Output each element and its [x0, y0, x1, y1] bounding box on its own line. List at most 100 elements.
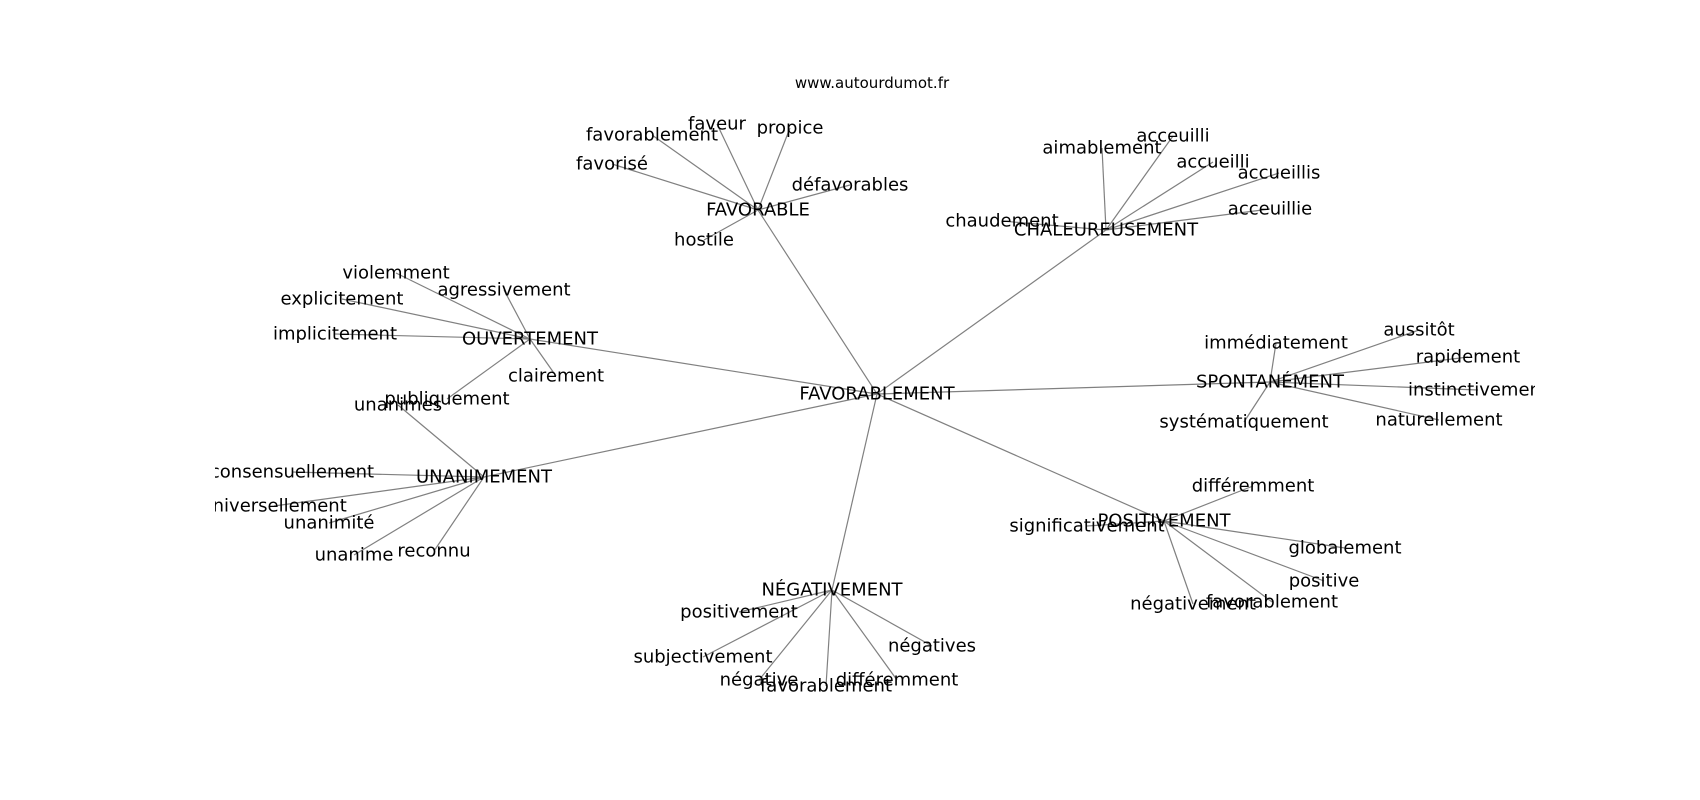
edge-cluster-leaf — [291, 471, 485, 478]
edge-cluster-leaf — [611, 163, 759, 211]
edge-cluster-leaf — [446, 338, 531, 400]
edge-cluster-leaf — [529, 338, 557, 377]
edge-center-cluster — [757, 209, 878, 395]
edge-cluster-leaf — [651, 134, 759, 211]
edge-cluster-leaf — [702, 589, 833, 658]
edge-cluster-leaf — [341, 298, 531, 340]
edge-cluster-leaf — [1269, 381, 1440, 421]
edge-center-cluster — [483, 393, 878, 478]
cluster-node-label: POSITIVEMENT — [1097, 511, 1231, 532]
edge-cluster-leaf — [334, 333, 531, 340]
edge-center-cluster — [876, 229, 1107, 395]
edge-cluster-leaf — [757, 127, 791, 211]
leaf-node-label: hostile — [674, 230, 734, 251]
edge-cluster-leaf — [1163, 520, 1273, 603]
leaf-node-label: instinctivement — [1408, 380, 1548, 401]
site-label: www.autourdumot.fr — [795, 74, 950, 92]
edge-cluster-leaf — [433, 476, 485, 552]
leaf-node-label: accueilli — [1176, 152, 1249, 173]
edge-cluster-leaf — [397, 404, 485, 478]
leaf-node-label: agressivement — [437, 280, 570, 301]
leaf-node-label: acceuillie — [1228, 199, 1312, 220]
leaf-node-label: différemment — [1192, 476, 1315, 497]
leaf-node-label: défavorables — [792, 175, 909, 196]
edge-cluster-leaf — [831, 589, 898, 681]
edge-center-cluster — [831, 393, 878, 591]
leaf-node-label: consensuellement — [210, 462, 374, 483]
edge-cluster-leaf — [825, 589, 833, 687]
leaf-node-label: immédiatement — [1204, 333, 1348, 354]
leaf-node-label: unanimité — [284, 513, 375, 534]
leaf-node-label: propice — [757, 118, 824, 139]
leaf-node-label: reconnu — [397, 541, 470, 562]
leaf-node-label: aussitôt — [1383, 320, 1454, 341]
cluster-node-label: OUVERTEMENT — [462, 329, 599, 350]
leaf-node-label: acceuilli — [1136, 126, 1209, 147]
edge-cluster-leaf — [716, 123, 759, 211]
edge-cluster-leaf — [757, 184, 851, 211]
leaf-node-label: accueillis — [1238, 163, 1321, 184]
cluster-node-label: FAVORABLE — [706, 200, 810, 221]
cluster-node-label: CHALEUREUSEMENT — [1014, 220, 1199, 241]
cluster-node-label: UNANIMEMENT — [416, 467, 553, 488]
leaf-node-label: publiquement — [384, 389, 509, 410]
edge-center-cluster — [876, 381, 1271, 395]
edge-cluster-leaf — [1101, 147, 1107, 231]
edge-cluster-leaf — [1086, 520, 1165, 527]
leaf-node-label: favorablement — [1206, 592, 1338, 613]
leaf-node-label: subjectivement — [633, 647, 772, 668]
edge-cluster-leaf — [831, 589, 933, 647]
leaf-node-label: aimablement — [1042, 138, 1161, 159]
edge-center-cluster — [529, 338, 878, 395]
leaf-node-label: positive — [1289, 571, 1360, 592]
edge-cluster-leaf — [738, 589, 833, 613]
cluster-node-label: NÉGATIVEMENT — [761, 579, 903, 601]
edge-cluster-leaf — [1269, 329, 1420, 383]
leaf-node-label: naturellement — [1375, 410, 1502, 431]
edge-cluster-leaf — [703, 209, 759, 241]
edge-cluster-leaf — [1163, 520, 1325, 582]
leaf-node-label: négatives — [888, 636, 976, 657]
cluster-node-label: SPONTANÉMENT — [1196, 371, 1345, 393]
leaf-node-label: favorisé — [576, 154, 648, 175]
leaf-node-label: positivement — [680, 602, 798, 623]
leaf-node-label: globalement — [1288, 538, 1401, 559]
leaf-node-label: systématiquement — [1159, 412, 1328, 433]
leaf-node-label: clairement — [508, 366, 604, 387]
leaf-node-label: favorablement — [586, 125, 718, 146]
edge-cluster-leaf — [1105, 172, 1280, 231]
edge-cluster-leaf — [1105, 161, 1214, 231]
leaf-node-label: implicitement — [273, 324, 397, 345]
leaf-node-label: universellement — [201, 496, 347, 517]
edge-cluster-leaf — [1105, 208, 1271, 231]
edge-cluster-leaf — [1269, 356, 1469, 383]
leaf-node-label: significativement — [1009, 516, 1164, 537]
edge-cluster-leaf — [1243, 381, 1271, 423]
edge-cluster-leaf — [1269, 342, 1277, 383]
graph-labels: FAVORABLEMENTFAVORABLEfavorablementfaveu… — [201, 114, 1548, 697]
edge-cluster-leaf — [1001, 220, 1107, 231]
edge-cluster-leaf — [328, 476, 485, 524]
leaf-node-label: unanime — [315, 545, 394, 566]
edge-cluster-leaf — [1163, 520, 1194, 605]
edge-cluster-leaf — [273, 476, 485, 507]
edge-center-cluster — [876, 393, 1165, 522]
leaf-node-label: favorablement — [760, 676, 892, 697]
edge-cluster-leaf — [503, 289, 531, 340]
edge-cluster-leaf — [1163, 485, 1254, 522]
edge-cluster-leaf — [353, 476, 485, 556]
leaf-node-label: faveur — [688, 114, 747, 135]
edge-cluster-leaf — [1269, 381, 1479, 391]
leaf-node-label: violemment — [342, 263, 449, 284]
graph-edges — [273, 123, 1479, 687]
edge-cluster-leaf — [1163, 520, 1346, 549]
edge-cluster-leaf — [1105, 135, 1174, 231]
leaf-node-label: chaudement — [945, 211, 1058, 232]
leaf-node-label: différemment — [836, 670, 959, 691]
edge-cluster-leaf — [395, 272, 531, 340]
leaf-node-label: explicitement — [281, 289, 404, 310]
leaf-node-label: rapidement — [1416, 347, 1520, 368]
edge-cluster-leaf — [758, 589, 833, 681]
leaf-node-label: unanimes — [354, 395, 442, 416]
